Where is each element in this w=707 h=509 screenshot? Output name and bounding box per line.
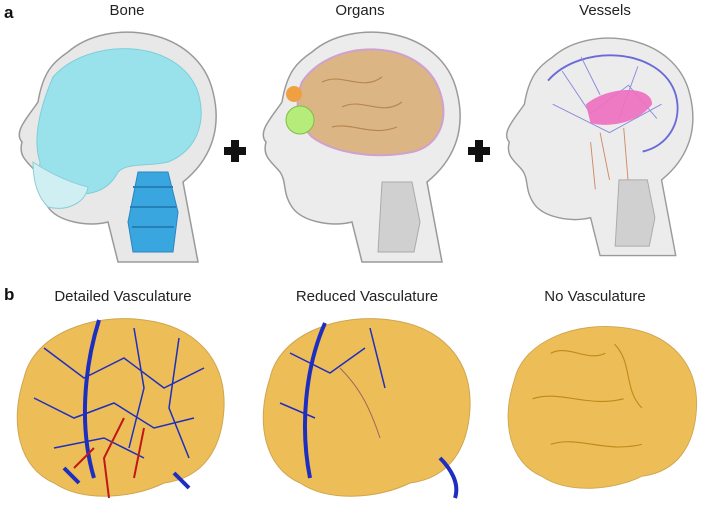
label-reduced-vasculature: Reduced Vasculature (295, 288, 439, 305)
panel-b-letter: b (4, 285, 15, 304)
label-no-vasculature: No Vasculature (544, 288, 646, 305)
brain-detailed-vasculature-figure (16, 318, 225, 499)
label-organs: Organs (335, 2, 385, 19)
plus-icon-2 (468, 140, 490, 162)
head-organs-figure (262, 31, 461, 263)
brain-reduced-vasculature-figure (262, 318, 471, 499)
plus-icon-1 (224, 140, 246, 162)
head-bone-figure (18, 31, 217, 263)
label-detailed-vasculature: Detailed Vasculature (54, 288, 192, 305)
label-vessels: Vessels (579, 2, 631, 19)
head-vessels-figure (505, 37, 694, 257)
label-bone: Bone (109, 2, 145, 19)
panel-a-letter: a (4, 3, 14, 22)
brain-no-vasculature-figure (507, 326, 697, 489)
